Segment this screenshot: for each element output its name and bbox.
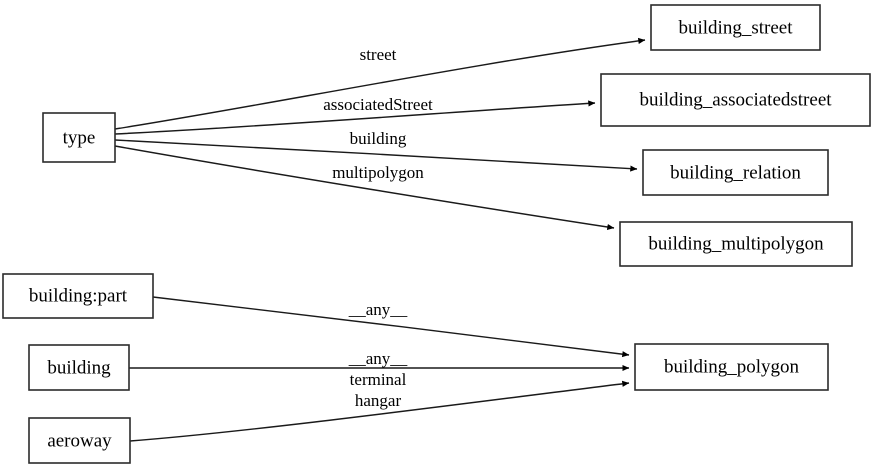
- node-label-building: building: [47, 357, 111, 378]
- edge-type-associatedstreet: associatedStreet: [114, 95, 596, 135]
- edge-label-street: street: [360, 45, 397, 64]
- node-box-building-street[interactable]: [650, 4, 821, 51]
- node-label-building-relation: building_relation: [670, 162, 801, 183]
- edge-path-type-associatedstreet: [114, 100, 596, 135]
- edge-building-any: __any__: [129, 349, 630, 372]
- edge-label-multipolygon: multipolygon: [332, 163, 424, 182]
- edge-path-type-building: [114, 139, 638, 172]
- node-layer: type building_street building_associated…: [2, 4, 871, 464]
- node-building-part[interactable]: building:part: [2, 273, 154, 319]
- edge-path-type-street: [114, 37, 646, 130]
- node-label-aeroway: aeroway: [47, 430, 112, 451]
- edge-label-building: building: [350, 129, 407, 148]
- node-label-building-part: building:part: [29, 285, 128, 306]
- edge-label-aeroway-terminal: terminal: [350, 370, 407, 389]
- node-building-polygon[interactable]: building_polygon: [634, 343, 829, 391]
- node-label-building-multipolygon: building_multipolygon: [648, 233, 824, 254]
- node-box-building-polygon[interactable]: [634, 343, 829, 391]
- node-building-multipolygon[interactable]: building_multipolygon: [619, 221, 853, 267]
- node-aeroway[interactable]: aeroway: [28, 417, 131, 464]
- node-box-building-multipolygon[interactable]: [619, 221, 853, 267]
- node-box-building-relation[interactable]: [642, 149, 829, 196]
- edge-buildingpart-any: __any__: [152, 296, 630, 358]
- node-box-aeroway[interactable]: [28, 417, 131, 464]
- node-box-building-part[interactable]: [2, 273, 154, 319]
- edge-type-street: street: [114, 37, 646, 130]
- edge-path-buildingpart-any: [152, 296, 630, 358]
- node-box-building[interactable]: [28, 344, 130, 391]
- edge-type-multipolygon: multipolygon: [114, 145, 615, 231]
- node-label-type: type: [63, 127, 96, 148]
- node-building-street[interactable]: building_street: [650, 4, 821, 51]
- edge-path-aeroway-terminal-hangar: [129, 380, 630, 442]
- node-box-building-associatedstreet[interactable]: [600, 73, 871, 127]
- node-label-building-polygon: building_polygon: [664, 356, 800, 377]
- edge-aeroway-terminal-hangar: terminal hangar: [129, 370, 630, 442]
- node-type[interactable]: type: [42, 112, 116, 163]
- node-building[interactable]: building: [28, 344, 130, 391]
- edge-type-building: building: [114, 129, 638, 172]
- edge-label-aeroway-hangar: hangar: [355, 391, 402, 410]
- edge-layer: street associatedStreet building multipo…: [114, 37, 646, 442]
- node-building-associatedstreet[interactable]: building_associatedstreet: [600, 73, 871, 127]
- node-box-type[interactable]: [42, 112, 116, 163]
- edge-path-type-multipolygon: [114, 145, 615, 231]
- edge-label-buildingpart-any: __any__: [348, 300, 408, 319]
- node-label-building-street: building_street: [679, 17, 794, 38]
- edge-label-associatedstreet: associatedStreet: [323, 95, 433, 114]
- edge-label-building-any: __any__: [348, 349, 408, 368]
- node-building-relation[interactable]: building_relation: [642, 149, 829, 196]
- node-label-building-associatedstreet: building_associatedstreet: [639, 89, 832, 110]
